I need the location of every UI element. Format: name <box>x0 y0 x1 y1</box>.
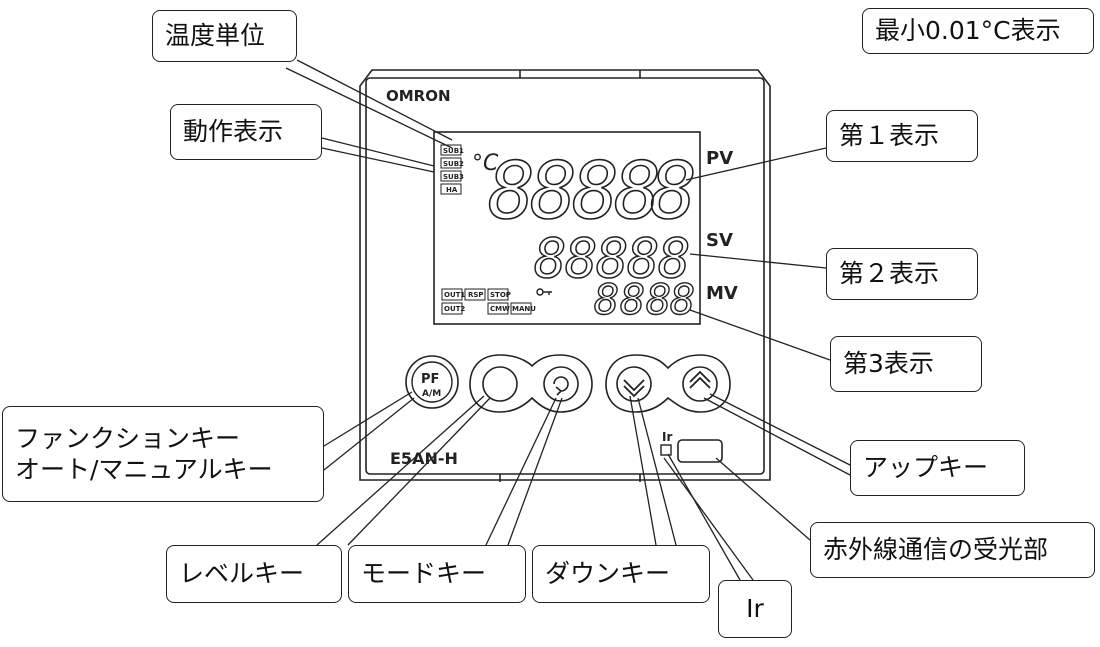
bottom-annunciators: OUT1 RSP STOP OUT2 CMW MANU <box>441 288 536 315</box>
annunciator-stop: STOP <box>490 291 511 299</box>
down-key[interactable] <box>616 366 652 402</box>
annunciator-sub2: SUB2 <box>443 160 464 168</box>
pv-digits: 8 8 8 8 8 <box>487 146 698 238</box>
up-key[interactable] <box>682 366 718 402</box>
callout-down-key: ダウンキー <box>532 545 710 603</box>
sv-digit-4: 8 <box>627 227 660 290</box>
ir-receiver-window <box>677 439 723 463</box>
callout-function-key: ファンクションキー オート/マニュアルキー <box>2 406 324 502</box>
pv-label: PV <box>706 148 733 169</box>
callout-temp-unit: 温度単位 <box>152 10 297 62</box>
annunciator-ha: HA <box>446 186 458 194</box>
level-mode-key-group <box>469 354 593 413</box>
mv-label: MV <box>706 283 738 304</box>
callout-ir: Ir <box>718 580 792 638</box>
mv-digit-4: 8 <box>670 275 695 324</box>
annunciator-rsp: RSP <box>468 291 484 299</box>
mv-digits: 8 8 8 8 <box>593 274 696 324</box>
function-key-top-label: PF <box>421 372 439 387</box>
callout-display3: 第3表示 <box>830 336 982 392</box>
callout-mode-key: モードキー <box>348 545 526 603</box>
down-up-key-group <box>605 354 731 413</box>
annunciator-out2: OUT2 <box>444 305 465 313</box>
pv-digit-4: 8 <box>614 147 661 237</box>
down-chevron-icon <box>623 379 645 398</box>
sv-digit-5: 8 <box>658 227 691 290</box>
callout-up-key: アップキー <box>850 440 1025 496</box>
pv-digit-5: 8 <box>650 147 697 237</box>
mv-digit-1: 8 <box>594 275 619 324</box>
callout-ir-receiver: 赤外線通信の受光部 <box>810 522 1095 578</box>
device-body <box>359 69 771 482</box>
annunciator-manu: MANU <box>512 305 536 313</box>
callout-display2: 第２表示 <box>826 248 978 300</box>
mv-digit-3: 8 <box>646 275 671 324</box>
key-protect-icon <box>536 288 552 296</box>
sv-digit-1: 8 <box>534 227 567 290</box>
temp-unit-symbol: °C <box>472 151 499 176</box>
sv-digits: 8 8 8 8 8 <box>533 226 691 291</box>
pv-digit-2: 8 <box>530 147 577 237</box>
callout-function-key-line1: ファンクションキー <box>15 423 241 453</box>
up-chevron-icon <box>689 370 711 389</box>
pv-digit-3: 8 <box>572 147 619 237</box>
function-key-bottom-label: A/M <box>422 389 441 399</box>
level-key[interactable] <box>482 366 518 402</box>
annunciator-sub1: SUB1 <box>443 147 464 155</box>
sv-digit-3: 8 <box>596 227 629 290</box>
mode-key[interactable] <box>543 366 579 402</box>
pv-digit-1: 8 <box>488 147 535 237</box>
model-label: E5AN-H <box>390 449 458 468</box>
callout-function-key-line2: オート/マニュアルキー <box>15 455 273 484</box>
callout-display1: 第１表示 <box>826 110 978 162</box>
annunciator-out1: OUT1 <box>444 291 465 299</box>
ir-device-label: Ir <box>662 430 672 444</box>
sv-digit-2: 8 <box>565 227 598 290</box>
callout-min-resolution: 最小0.01°C表示 <box>862 8 1094 54</box>
ir-indicator <box>660 444 672 456</box>
callout-status-display: 動作表示 <box>170 104 322 160</box>
function-key[interactable]: PF A/M <box>405 355 459 409</box>
annunciator-cmw: CMW <box>490 305 510 313</box>
annunciator-sub3: SUB3 <box>443 173 464 181</box>
mv-digit-2: 8 <box>620 275 645 324</box>
sv-label: SV <box>706 230 733 251</box>
callout-level-key: レベルキー <box>166 545 342 603</box>
left-annunciators: SUB1 SUB2 SUB3 HA <box>440 144 464 195</box>
leader-lines <box>285 59 851 581</box>
lcd-window <box>433 131 701 325</box>
mode-icon <box>553 376 569 396</box>
brand-logo: OMRON <box>386 87 451 105</box>
